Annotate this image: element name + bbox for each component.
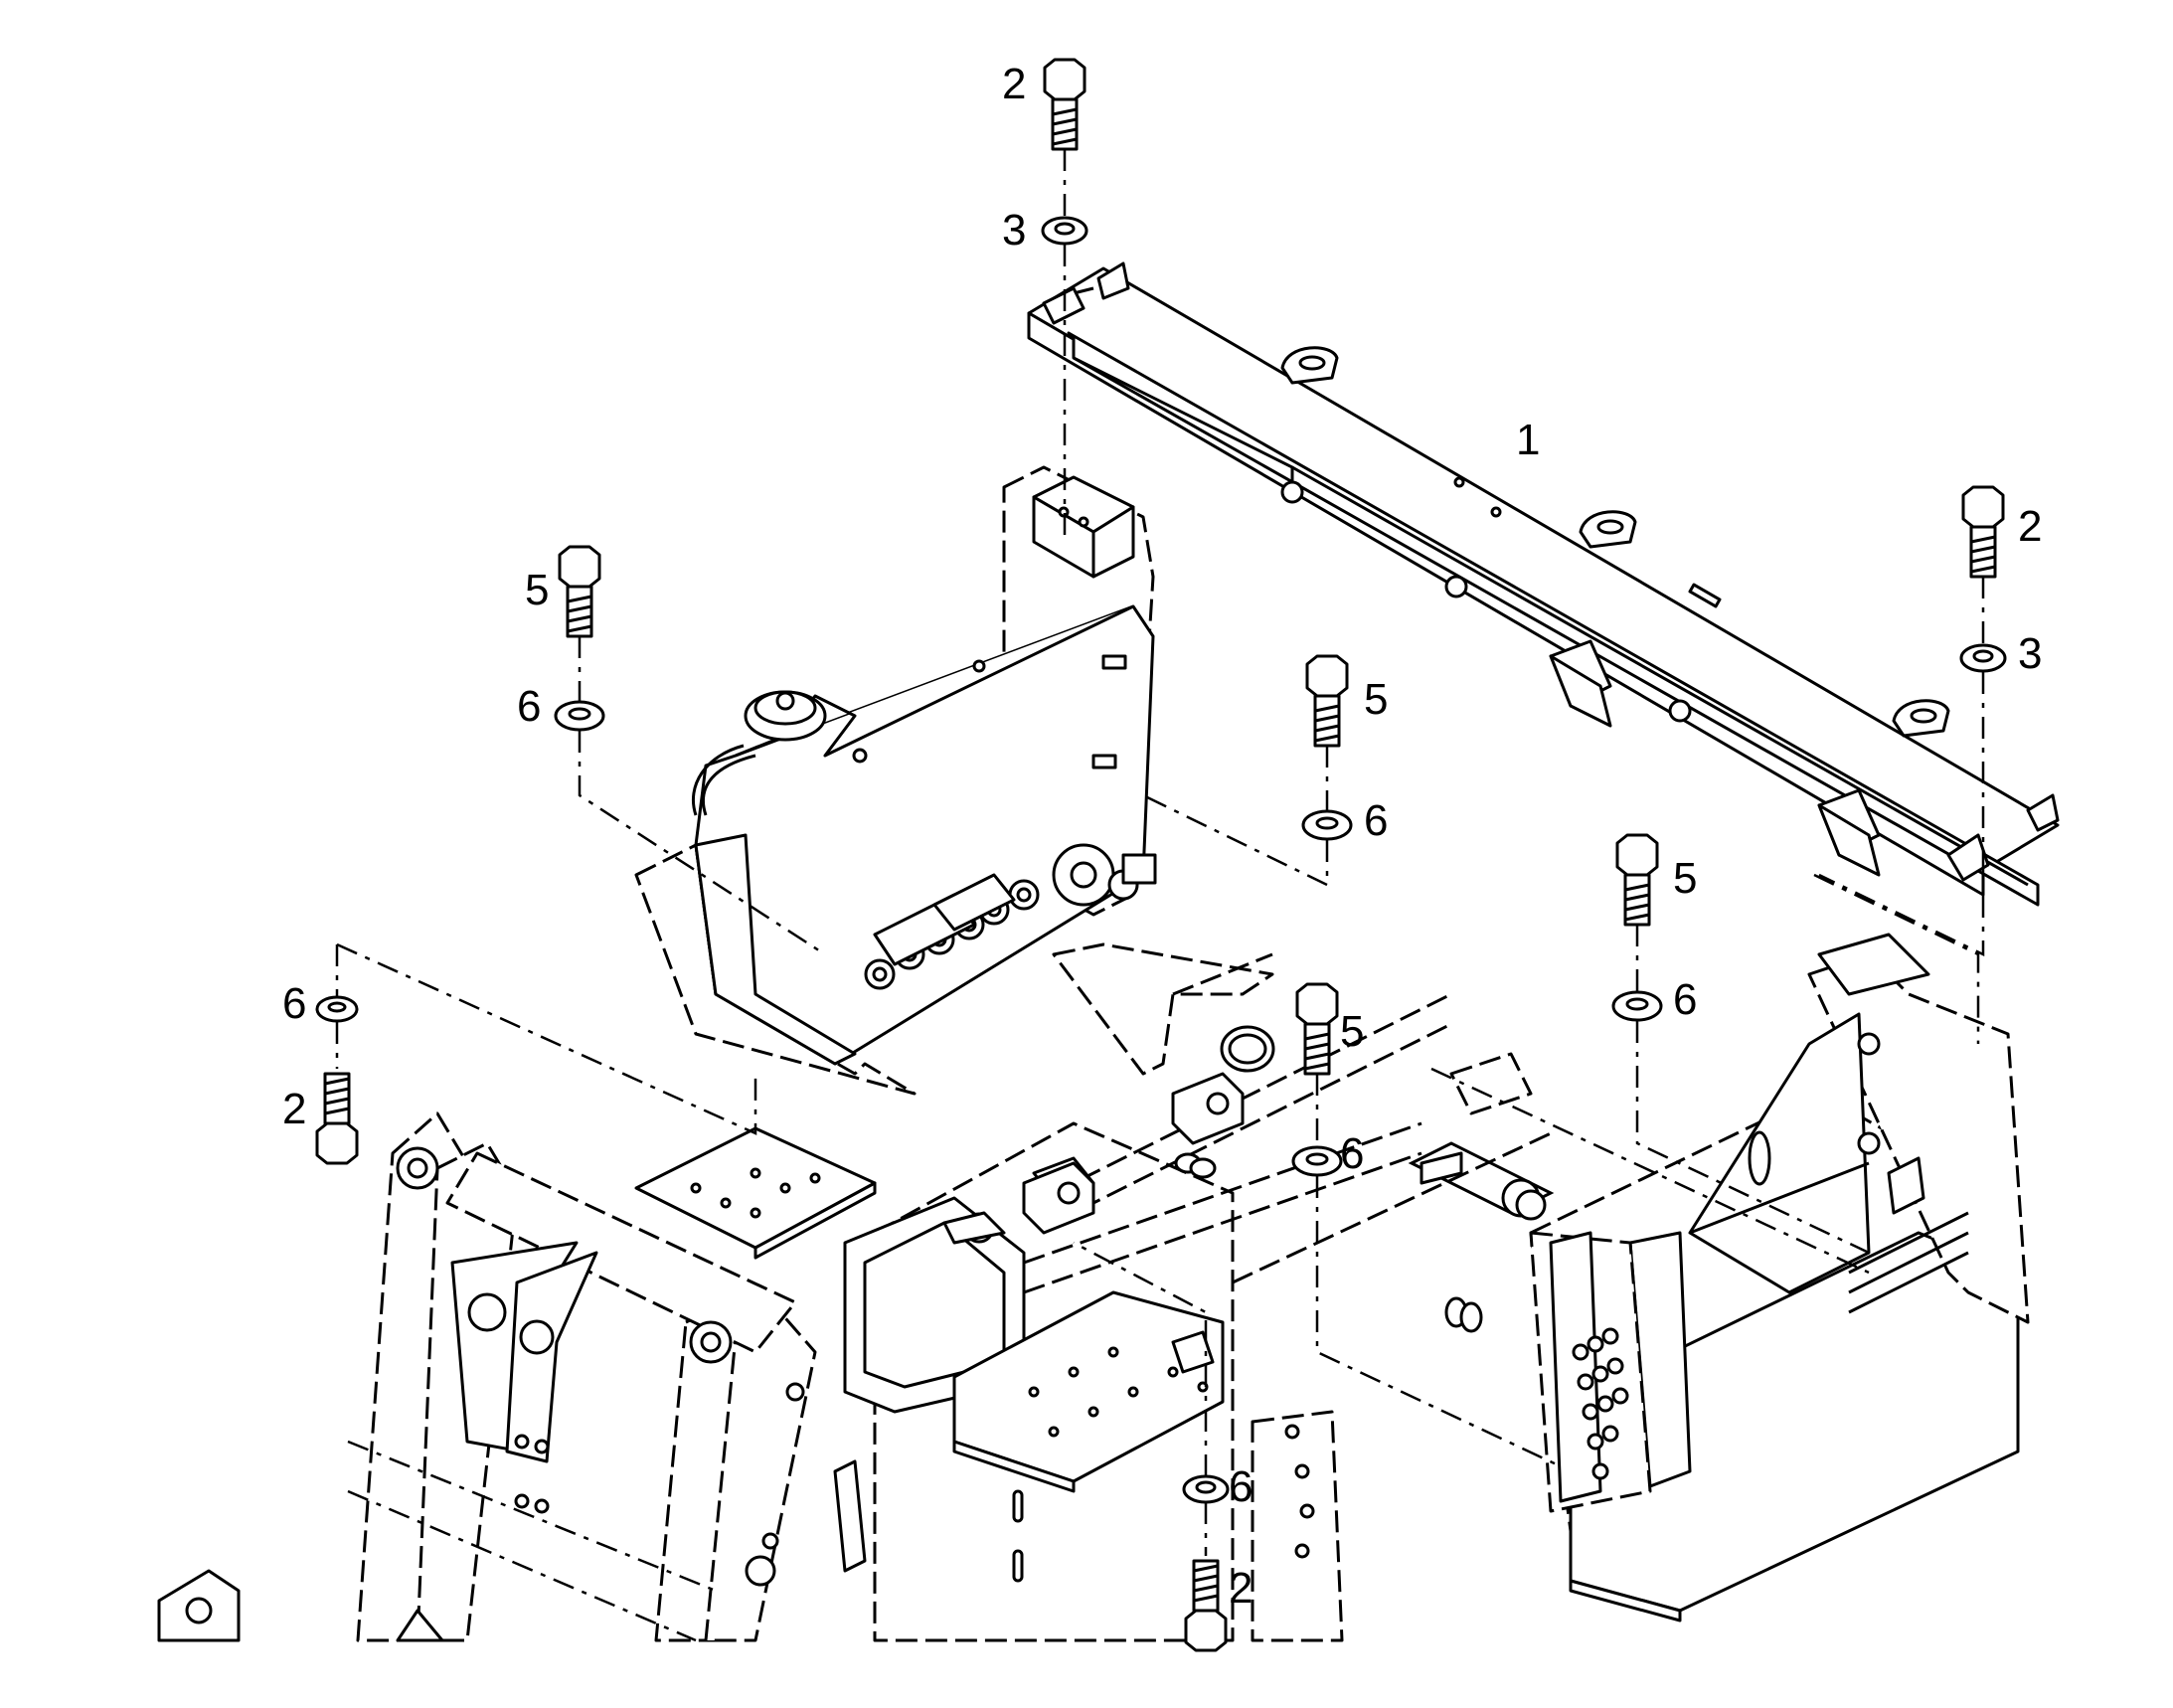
main-frame [157,933,2030,1642]
callout-3-top: 3 [1002,206,1026,255]
filter-cap [744,690,827,742]
callout-2-right: 2 [2018,502,2042,551]
callout-6-mid: 6 [1340,1129,1364,1178]
washer-3-right [1959,643,2007,673]
callout-labels: 1 2 3 2 3 5 6 5 6 5 6 6 2 5 6 6 2 [282,60,2042,1613]
washer-6-lowleft [315,995,359,1023]
small-brackets [1022,1025,1275,1235]
manifold-block [1572,1327,1629,1480]
callout-5-center: 5 [1364,675,1388,724]
washer-6-bottom [1182,1474,1230,1504]
bolt-5-right [1615,833,1659,927]
callout-5-left: 5 [525,566,549,614]
bolt-2-bottom [1184,1559,1228,1652]
washer-6-right [1611,990,1663,1022]
rail-bracket-part-1 [1027,261,2060,907]
callout-6-center: 6 [1364,796,1388,845]
assembly-centerlines [335,149,1985,1556]
callout-5-right: 5 [1673,854,1697,903]
washer-6-left [554,700,605,732]
callout-1-rail: 1 [1516,416,1540,464]
bolt-2-lowleft [315,1072,359,1165]
callout-5-mid: 5 [1340,1007,1364,1056]
callout-6-lowleft: 6 [282,979,306,1028]
callout-3-right: 3 [2018,629,2042,678]
bolt-5-mid [1295,982,1339,1076]
fasteners [315,58,2007,1652]
hydraulic-fittings [864,843,1139,990]
washer-6-mid [1291,1145,1343,1177]
bolt-2-top [1043,58,1086,151]
callout-6-right: 6 [1673,975,1697,1024]
bolt-5-left [558,545,601,638]
bolt-2-right [1961,485,2005,579]
callout-6-bottom: 6 [1229,1462,1253,1511]
washer-6-center [1301,809,1353,841]
bolt-5-center [1305,654,1349,748]
washer-3-top [1041,216,1088,246]
callout-2-lowleft: 2 [282,1085,306,1133]
valve-block-assembly [634,465,1274,1096]
callout-2-bottom: 2 [1229,1564,1253,1613]
callout-2-top: 2 [1002,60,1026,108]
callout-6-left: 6 [517,682,541,731]
